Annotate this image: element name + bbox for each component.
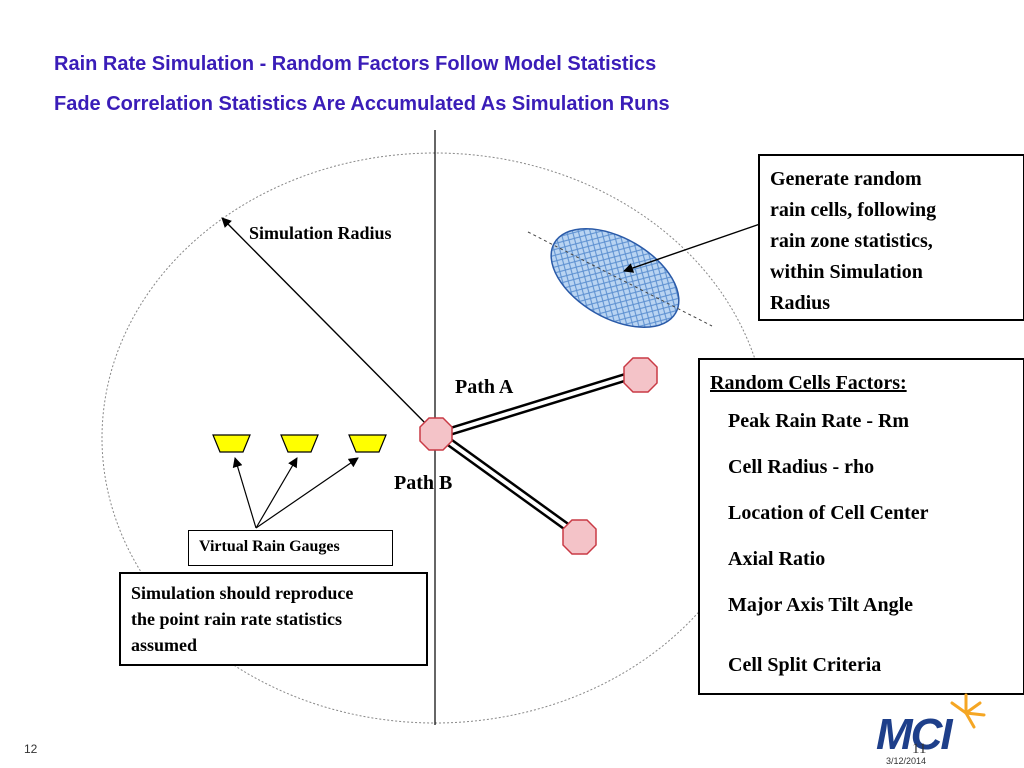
random-cells-factors-box: Random Cells Factors: Peak Rain Rate - R… xyxy=(698,358,1024,695)
footer-date: 3/12/2014 xyxy=(886,756,927,766)
rain-gauge-1 xyxy=(212,434,251,453)
factor-item: Major Axis Tilt Angle xyxy=(728,594,914,616)
virtual-rain-gauges-label-box: Virtual Rain Gauges xyxy=(188,530,393,566)
simulation-note-line: the point rain rate statistics xyxy=(131,609,342,629)
simulation-note-line: assumed xyxy=(131,635,198,655)
factor-item: Location of Cell Center xyxy=(728,502,929,524)
path-b-link xyxy=(442,435,581,539)
generate-box-line: rain cells, following xyxy=(770,199,937,221)
mci-logo: MCI xyxy=(876,693,988,759)
slide-title-line-1: Rain Rate Simulation - Random Factors Fo… xyxy=(54,53,657,75)
ground-site-path-b xyxy=(562,519,597,555)
simulation-note-box: Simulation should reproduce the point ra… xyxy=(119,572,428,666)
footer-page-number: 11 xyxy=(912,741,927,757)
ground-site-origin xyxy=(419,417,453,451)
generate-box-line: within Simulation xyxy=(770,261,923,283)
mci-logo-text: MCI xyxy=(876,710,953,759)
path-b-label: Path B xyxy=(394,472,453,494)
generate-box-line: Radius xyxy=(770,292,831,314)
factor-item: Cell Split Criteria xyxy=(728,654,882,676)
factors-heading: Random Cells Factors: xyxy=(710,372,907,394)
slide-number: 12 xyxy=(24,742,38,756)
generate-box-line: Generate random xyxy=(770,168,922,190)
generate-box-line: rain zone statistics, xyxy=(770,230,933,252)
path-a-label: Path A xyxy=(455,376,514,398)
slide-title-line-2: Fade Correlation Statistics Are Accumula… xyxy=(54,93,670,115)
path-a-link xyxy=(443,370,635,438)
rain-gauge-3 xyxy=(348,434,387,453)
rain-cell-ellipse xyxy=(550,228,680,328)
generate-box-pointer-arrow xyxy=(623,223,761,273)
rain-gauge-2 xyxy=(280,434,319,453)
factor-item: Cell Radius - rho xyxy=(728,456,875,478)
ground-site-path-a xyxy=(623,357,658,393)
gauge-arrow-3 xyxy=(255,457,359,529)
generate-rain-cells-box: Generate random rain cells, following ra… xyxy=(758,154,1024,321)
rain-cell-axis-line xyxy=(527,231,713,327)
factor-item: Axial Ratio xyxy=(728,548,826,570)
factor-item: Peak Rain Rate - Rm xyxy=(728,410,910,432)
simulation-radius-arrow xyxy=(221,217,436,434)
simulation-note-line: Simulation should reproduce xyxy=(131,583,354,603)
star-burst-icon xyxy=(950,693,986,729)
rain-cell xyxy=(527,228,713,328)
virtual-rain-gauges-label: Virtual Rain Gauges xyxy=(199,538,340,555)
simulation-radius-label: Simulation Radius xyxy=(249,223,392,243)
gauge-arrow-1 xyxy=(232,457,257,529)
gauge-arrow-2 xyxy=(255,457,298,529)
